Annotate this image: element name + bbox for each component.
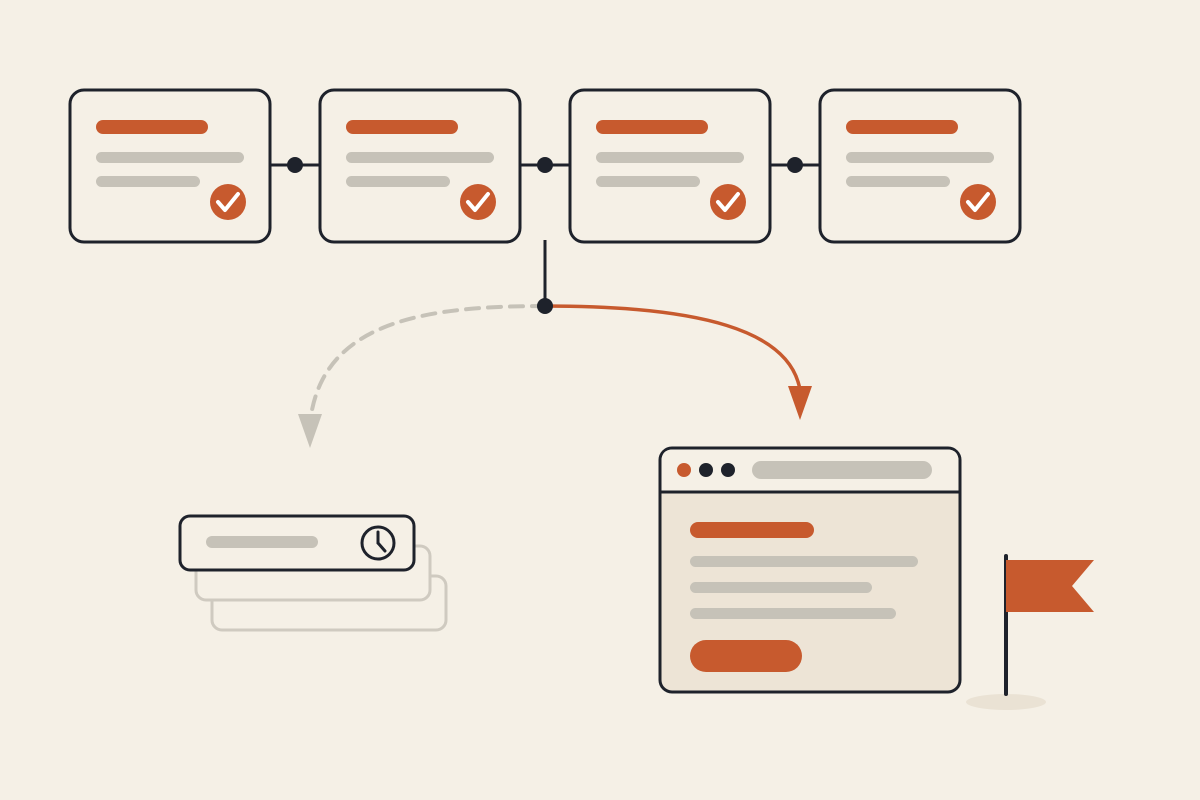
address-bar[interactable] <box>752 461 932 479</box>
step-text-line <box>96 176 200 187</box>
connector-dot-icon <box>787 157 803 173</box>
step-card-2[interactable] <box>318 88 522 244</box>
step-connector-3 <box>770 157 820 173</box>
step-connector-1 <box>270 157 320 173</box>
queued-item-text-line <box>206 536 318 548</box>
branch-point <box>298 240 812 448</box>
arrowhead-icon <box>298 414 322 448</box>
pipeline <box>68 88 1022 244</box>
step-card-3[interactable] <box>568 88 772 244</box>
step-text-line <box>596 152 744 163</box>
check-icon <box>960 184 996 220</box>
content-text-line <box>690 582 872 593</box>
connector-dot-icon <box>287 157 303 173</box>
step-text-line <box>846 176 950 187</box>
window-maximize-dot-icon[interactable] <box>721 463 735 477</box>
cta-button[interactable] <box>690 640 802 672</box>
step-connector-2 <box>520 157 570 173</box>
step-text-line <box>346 152 494 163</box>
step-title-bar <box>596 120 708 134</box>
queued-item-front[interactable] <box>178 514 416 572</box>
connector-dot-icon <box>537 157 553 173</box>
step-text-line <box>596 176 700 187</box>
content-text-line <box>690 556 918 567</box>
step-card-4[interactable] <box>818 88 1022 244</box>
content-text-line <box>690 608 896 619</box>
step-title-bar <box>96 120 208 134</box>
arrowhead-icon <box>788 386 812 420</box>
branch-node-dot <box>537 298 553 314</box>
check-icon <box>460 184 496 220</box>
step-title-bar <box>846 120 958 134</box>
window-close-dot-icon[interactable] <box>677 463 691 477</box>
flag-icon <box>966 554 1094 710</box>
window-minimize-dot-icon[interactable] <box>699 463 713 477</box>
step-text-line <box>346 176 450 187</box>
browser-window[interactable] <box>658 446 962 694</box>
step-text-line <box>96 152 244 163</box>
flag-shadow <box>966 694 1046 710</box>
scheduled-queue-stack[interactable] <box>178 514 448 632</box>
step-text-line <box>846 152 994 163</box>
active-branch-arrow <box>543 304 812 420</box>
content-heading-bar <box>690 522 814 538</box>
clock-icon <box>360 525 396 561</box>
check-icon <box>710 184 746 220</box>
check-icon <box>210 184 246 220</box>
inactive-branch-arrow <box>298 304 547 448</box>
step-card-1[interactable] <box>68 88 272 244</box>
step-title-bar <box>346 120 458 134</box>
